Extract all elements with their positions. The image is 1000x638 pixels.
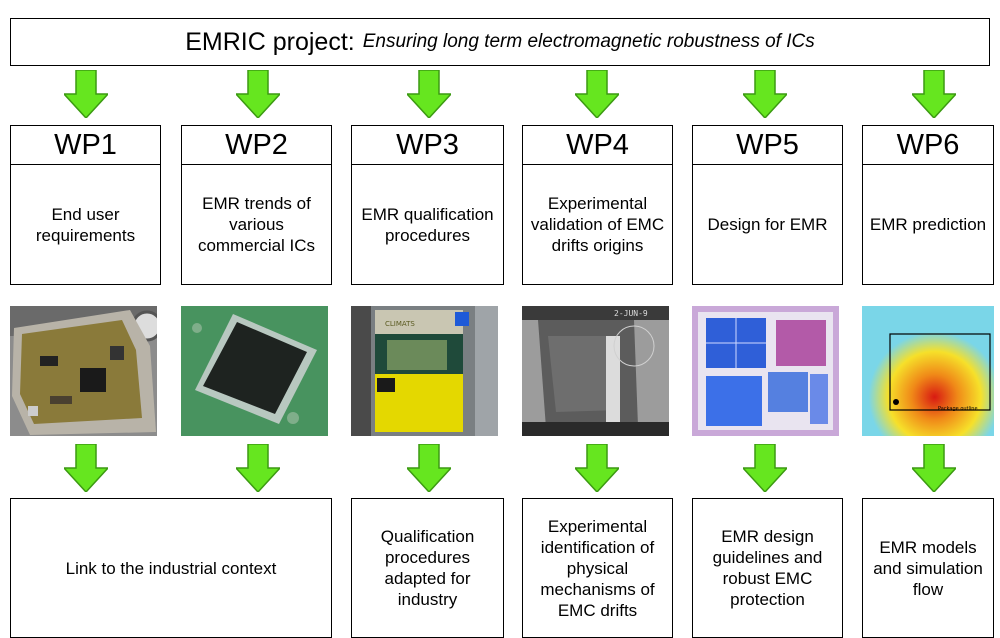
- wp2-description: EMR trends of various commercial ICs: [181, 164, 332, 285]
- down-arrow-icon: [236, 70, 280, 118]
- wp6-header: WP6: [862, 125, 994, 165]
- down-arrow-icon: [64, 444, 108, 492]
- outcome-experimental: Experimental identification of physical …: [522, 498, 673, 638]
- outcome-industrial-context: Link to the industrial context: [10, 498, 332, 638]
- down-arrow-icon: [407, 70, 451, 118]
- outcome-models: EMR models and simulation flow: [862, 498, 994, 638]
- ic-layout-photo: [692, 306, 839, 436]
- wp2-header: WP2: [181, 125, 332, 165]
- wp6-description: EMR prediction: [862, 164, 994, 285]
- down-arrow-icon: [912, 444, 956, 492]
- climatic-chamber-photo: CLIMATS: [351, 306, 498, 436]
- wp4-description: Experimental validation of EMC drifts or…: [522, 164, 673, 285]
- wp1-header: WP1: [10, 125, 161, 165]
- wp1-description: End user requirements: [10, 164, 161, 285]
- wp5-description: Design for EMR: [692, 164, 843, 285]
- down-arrow-icon: [64, 70, 108, 118]
- package-outline-label: Package outline: [938, 406, 978, 412]
- wp5-header: WP5: [692, 125, 843, 165]
- down-arrow-icon: [743, 444, 787, 492]
- title-box: EMRIC project: Ensuring long term electr…: [10, 18, 990, 66]
- down-arrow-icon: [575, 70, 619, 118]
- sem-image-photo: 2-JUN-9: [522, 306, 669, 436]
- down-arrow-icon: [912, 70, 956, 118]
- down-arrow-icon: [236, 444, 280, 492]
- ecu-board-photo: [10, 306, 157, 436]
- wp4-header: WP4: [522, 125, 673, 165]
- wp3-header: WP3: [351, 125, 504, 165]
- outcome-qualification: Qualification procedures adapted for ind…: [351, 498, 504, 638]
- emission-map-photo: Package outline: [862, 306, 994, 436]
- ic-chip-photo: [181, 306, 328, 436]
- down-arrow-icon: [575, 444, 619, 492]
- outcome-design-guidelines: EMR design guidelines and robust EMC pro…: [692, 498, 843, 638]
- down-arrow-icon: [743, 70, 787, 118]
- project-title: EMRIC project:: [185, 27, 355, 56]
- down-arrow-icon: [407, 444, 451, 492]
- wp3-description: EMR qualification procedures: [351, 164, 504, 285]
- sem-date-label: 2-JUN-9: [614, 309, 648, 318]
- project-subtitle: Ensuring long term electromagnetic robus…: [362, 31, 815, 52]
- chamber-label: CLIMATS: [385, 320, 415, 328]
